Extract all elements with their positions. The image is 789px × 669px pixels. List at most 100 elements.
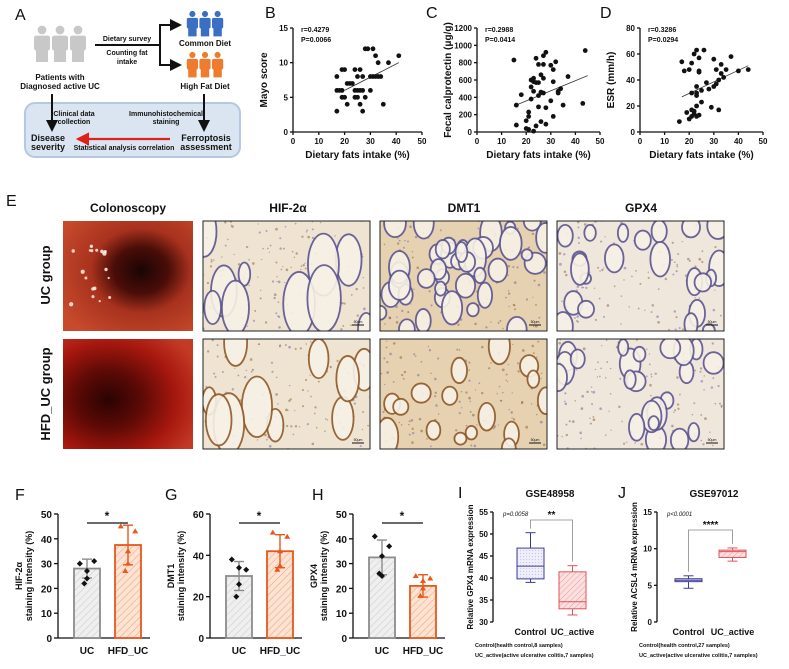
counting-fat-label-line2: intake [117, 59, 137, 66]
nucleus-dot [205, 385, 207, 388]
nucleus-dot [710, 386, 714, 389]
nucleus-dot [264, 321, 268, 324]
c-data-point [541, 62, 546, 67]
nucleus-dot [676, 263, 679, 266]
nucleus-dot [592, 390, 596, 394]
nucleus-dot [506, 381, 509, 383]
nucleus-dot [353, 402, 356, 405]
nucleus-dot [540, 372, 543, 375]
nucleus-dot [563, 400, 566, 403]
c-data-point [538, 72, 544, 78]
nucleus-dot [688, 259, 691, 262]
nucleus-dot [505, 296, 507, 299]
nucleus-dot [613, 285, 616, 288]
tissue-texture [380, 221, 547, 331]
i-box-control [516, 547, 545, 580]
nucleus-dot [250, 370, 253, 373]
crypt [476, 281, 493, 309]
nucleus-dot [407, 240, 410, 243]
nucleus-dot [499, 399, 502, 402]
nucleus-dot [574, 399, 576, 402]
c-data-point [543, 105, 549, 111]
nucleus-dot [295, 252, 299, 255]
nucleus-dot [480, 391, 484, 395]
c-data-point [531, 75, 536, 81]
nucleus-dot [279, 247, 282, 250]
person-legs [213, 67, 222, 78]
person-body [199, 58, 211, 70]
b-data-point [355, 74, 360, 79]
d-data-point [718, 62, 724, 67]
nucleus-dot [301, 405, 304, 408]
crypt [669, 427, 690, 449]
nucleus-dot [565, 423, 568, 426]
b-data-point [370, 46, 376, 52]
nucleus-dot [592, 415, 595, 418]
ihc-label-line1: Immunohistochemical [129, 111, 203, 118]
g-data-point [277, 548, 283, 554]
nucleus-dot [211, 339, 214, 342]
b-stat-annotation: P=0.0066 [301, 37, 331, 44]
c-data-point [538, 119, 544, 124]
nucleus-dot [610, 429, 612, 431]
nucleus-dot [640, 442, 644, 446]
nucleus-dot [512, 343, 514, 346]
nucleus-dot [292, 433, 295, 436]
crypt [535, 222, 547, 254]
nucleus-dot [410, 419, 414, 422]
nucleus-dot [490, 321, 492, 323]
nucleus-dot [285, 408, 288, 412]
nucleus-dot [210, 258, 213, 261]
b-data-point [360, 74, 366, 79]
mucosal-reflection [89, 244, 94, 248]
nucleus-dot [604, 376, 607, 379]
nucleus-dot [601, 344, 603, 347]
mucosal-reflection [88, 249, 92, 252]
nucleus-dot [275, 393, 278, 396]
nucleus-dot [700, 439, 703, 442]
f-y-axis-label-line2: staining intensity (%) [24, 531, 34, 622]
f-data-point [84, 568, 90, 575]
nucleus-dot [516, 362, 520, 365]
crypt [410, 382, 432, 404]
nucleus-dot [719, 402, 721, 405]
nucleus-dot [301, 389, 304, 392]
nucleus-dot [290, 425, 293, 428]
crypt [706, 221, 724, 240]
crypt [701, 323, 716, 331]
nucleus-dot [430, 372, 432, 375]
nucleus-dot [251, 368, 254, 372]
nucleus-dot [427, 345, 429, 348]
nucleus-dot [558, 341, 562, 345]
nucleus-dot [458, 349, 461, 351]
nucleus-dot [536, 413, 538, 416]
nucleus-dot [294, 347, 297, 351]
nucleus-dot [343, 302, 346, 305]
high-fat-diet-people-icon [186, 51, 224, 78]
nucleus-dot [282, 266, 284, 268]
d-data-point [716, 77, 722, 83]
g-data-point [228, 556, 235, 563]
nucleus-dot [531, 344, 535, 348]
h-y-tick-label: 10 [336, 609, 348, 620]
c-data-point [531, 88, 536, 94]
c-trend-line [513, 75, 588, 107]
nucleus-dot [583, 223, 587, 226]
nucleus-dot [417, 373, 420, 377]
nucleus-dot [565, 433, 569, 437]
nucleus-dot [404, 239, 406, 242]
nucleus-dot [306, 422, 309, 426]
b-data-point [365, 46, 371, 52]
nucleus-dot [701, 250, 704, 253]
nucleus-dot [317, 380, 320, 383]
h-significance-marker: * [400, 509, 405, 523]
g-data-point [236, 581, 242, 588]
nucleus-dot [574, 317, 576, 319]
d-data-point [679, 59, 685, 65]
nucleus-dot [430, 304, 433, 307]
nucleus-dot [507, 292, 511, 295]
c-y-tick-label: 800 [459, 59, 473, 68]
nucleus-dot [259, 289, 262, 292]
